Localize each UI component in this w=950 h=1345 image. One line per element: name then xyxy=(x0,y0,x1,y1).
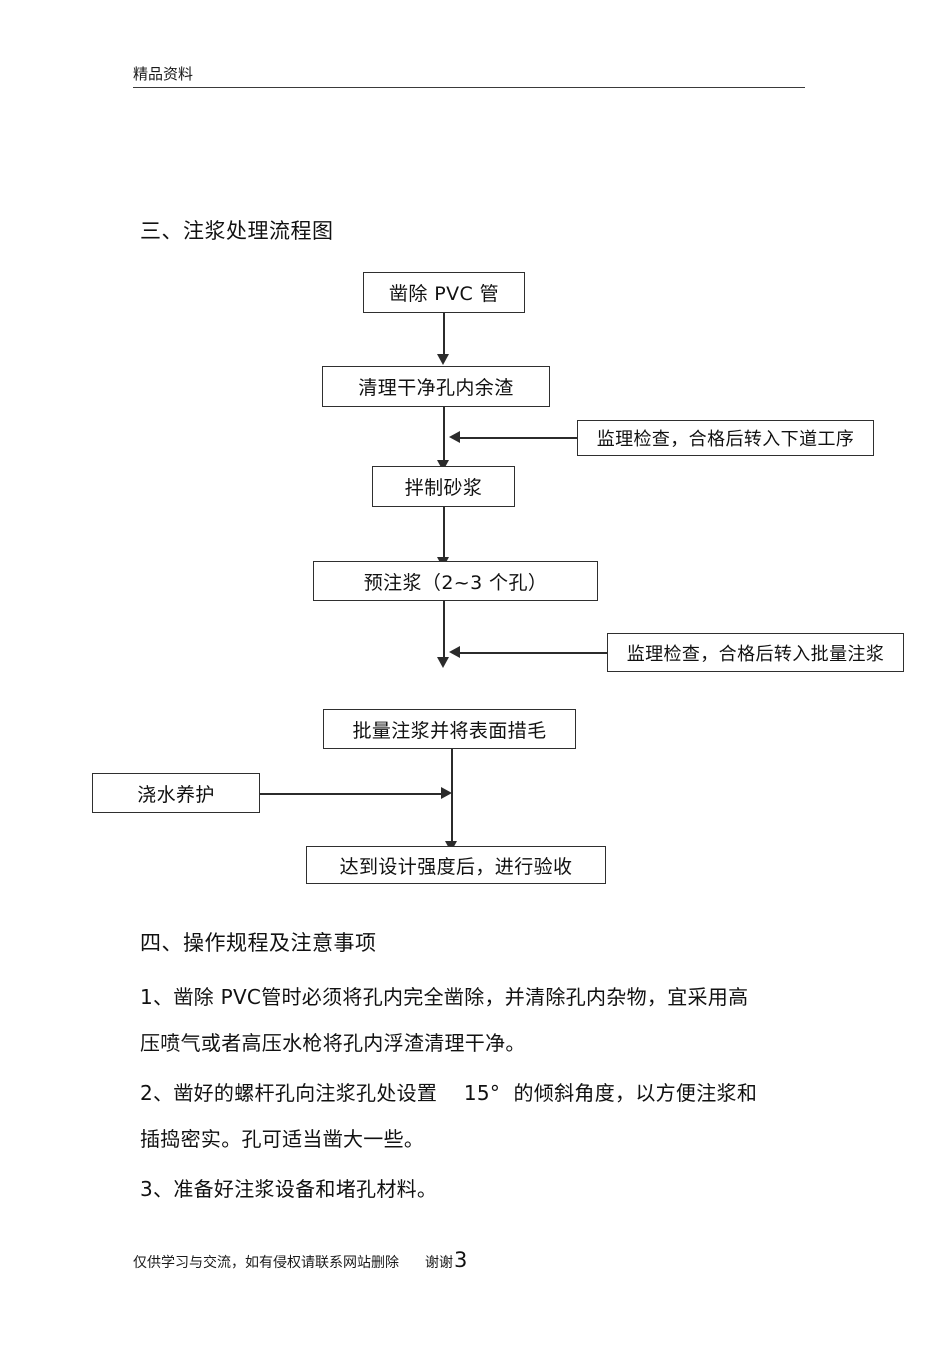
flow-edge-chisel-to-clean xyxy=(443,313,445,358)
flow-node-batch-grouting[interactable]: 批量注浆并将表面措毛 xyxy=(323,709,576,749)
footer-notice: 仅供学习与交流，如有侵权请联系网站删除 xyxy=(133,1255,399,1271)
flow-node-inspection-batch-grouting[interactable]: 监理检查，合格后转入批量注浆 xyxy=(607,633,904,672)
flow-edge-pregrout-to-batch xyxy=(443,601,445,661)
flow-edge-inspection1-to-spine xyxy=(455,437,577,439)
document-header: 精品资料 xyxy=(133,64,805,88)
body-item-1-line-1: 1、凿除 PVC管时必须将孔内完全凿除，并清除孔内杂物，宜采用高 xyxy=(140,985,749,1009)
section-heading-flowchart: 三、注浆处理流程图 xyxy=(140,219,334,243)
footer-thanks: 谢谢 xyxy=(425,1255,453,1271)
flow-edge-curing-to-spine xyxy=(260,793,446,795)
flow-edge-inspection2-to-spine xyxy=(455,652,607,654)
flow-node-inspection-next-process[interactable]: 监理检查，合格后转入下道工序 xyxy=(577,420,874,456)
arrow-left-icon xyxy=(449,431,460,443)
flow-edge-mix-to-pregrout xyxy=(443,507,445,561)
body-item-2-line-2: 插捣密实。孔可适当凿大一些。 xyxy=(140,1127,425,1151)
flow-node-mix-mortar[interactable]: 拌制砂浆 xyxy=(372,466,515,507)
arrow-left-icon xyxy=(449,646,460,658)
flow-node-clean-hole[interactable]: 清理干净孔内余渣 xyxy=(322,366,550,407)
arrow-right-icon xyxy=(441,787,452,799)
document-footer: 仅供学习与交流，如有侵权请联系网站删除 谢谢 3 xyxy=(133,1248,467,1272)
footer-page-number: 3 xyxy=(454,1248,468,1272)
arrow-down-icon xyxy=(437,460,449,471)
flow-node-pre-grouting[interactable]: 预注浆（2~3 个孔） xyxy=(313,561,598,601)
flow-node-water-curing[interactable]: 浇水养护 xyxy=(92,773,260,813)
grouting-process-flowchart: 凿除 PVC 管 清理干净孔内余渣 监理检查，合格后转入下道工序 拌制砂浆 预注… xyxy=(0,255,950,895)
arrow-down-icon xyxy=(437,657,449,668)
flow-edge-clean-to-mix xyxy=(443,407,445,464)
flow-node-chisel-pvc[interactable]: 凿除 PVC 管 xyxy=(363,272,525,313)
body-item-1-line-2: 压喷气或者高压水枪将孔内浮渣清理干净。 xyxy=(140,1031,526,1055)
header-divider xyxy=(133,87,805,88)
flow-node-final-acceptance[interactable]: 达到设计强度后，进行验收 xyxy=(306,846,606,884)
flow-edge-batch-to-acceptance xyxy=(451,749,453,847)
body-item-3-line-1: 3、准备好注浆设备和堵孔材料。 xyxy=(140,1177,438,1201)
arrow-down-icon xyxy=(437,354,449,365)
section-heading-operation-rules: 四、操作规程及注意事项 xyxy=(140,931,377,955)
header-title: 精品资料 xyxy=(133,65,194,83)
body-item-2-line-1: 2、凿好的螺杆孔向注浆孔处设置 15° 的倾斜角度，以方便注浆和 xyxy=(140,1081,758,1105)
